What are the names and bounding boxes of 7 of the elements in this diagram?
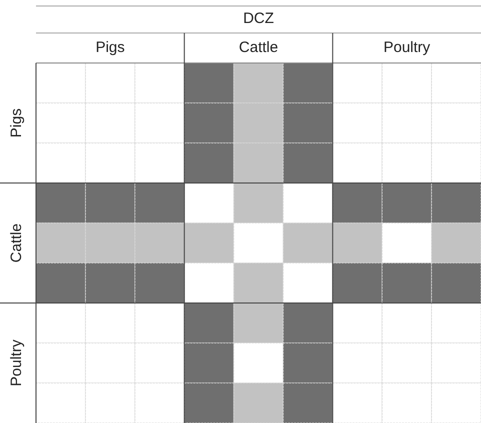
row-header: Cattle bbox=[8, 222, 26, 265]
column-header: Cattle bbox=[238, 39, 280, 57]
row-header: Poultry bbox=[8, 338, 26, 388]
column-header: Pigs bbox=[94, 39, 126, 57]
column-header: Poultry bbox=[382, 39, 432, 57]
group-header: DCZ bbox=[242, 10, 275, 28]
row-header: Pigs bbox=[8, 107, 26, 140]
